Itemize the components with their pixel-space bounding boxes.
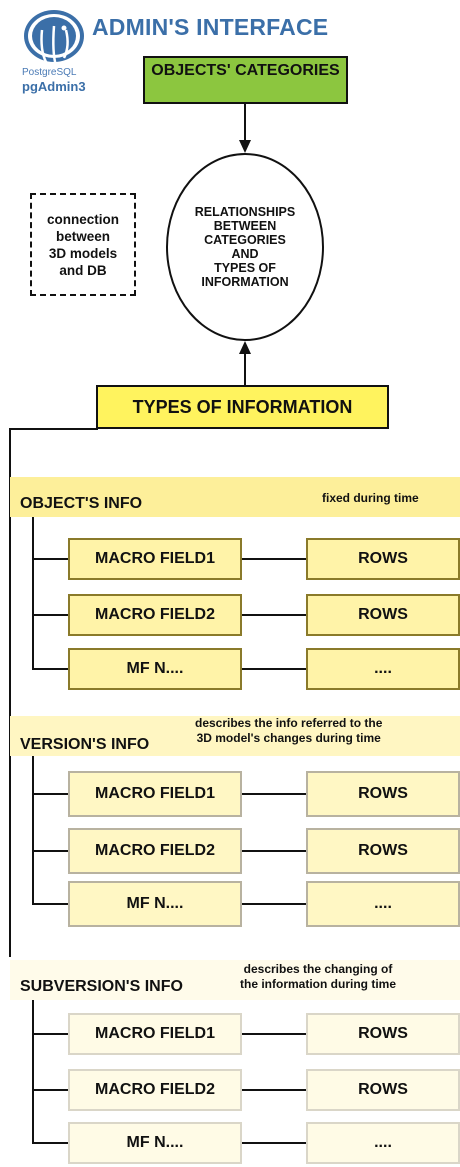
objects-info-macro-field-1: MACRO FIELD1 bbox=[68, 538, 242, 580]
versions-info-macro-field-1: MACRO FIELD1 bbox=[68, 771, 242, 817]
objects-info-rows-3: .... bbox=[306, 648, 460, 690]
objects-info-rows-2: ROWS bbox=[306, 594, 460, 636]
versions-info-branch-2 bbox=[32, 850, 68, 852]
subversions-info-branch-1 bbox=[32, 1033, 68, 1035]
pgadmin-elephant-logo bbox=[18, 8, 90, 104]
spine-top-connector bbox=[9, 428, 98, 430]
relationships-text-line-1: RELATIONSHIPS bbox=[194, 205, 296, 219]
objects-info-vertical-connector bbox=[32, 517, 34, 669]
subversions-info-field-to-rows-link-1 bbox=[242, 1033, 306, 1035]
versions-info-macro-field-2: MACRO FIELD2 bbox=[68, 828, 242, 874]
connection-note-line-1: connection bbox=[46, 211, 119, 227]
objects-categories-box: OBJECTS' CATEGORIES bbox=[143, 56, 348, 104]
subversions-info-rows-3: .... bbox=[306, 1122, 460, 1164]
objects-info-macro-field-3: MF N.... bbox=[68, 648, 242, 690]
subversions-info-branch-3 bbox=[32, 1142, 68, 1144]
connection-note-line-2: between bbox=[55, 228, 110, 244]
types-of-information-label: TYPES OF INFORMATION bbox=[132, 396, 353, 417]
objects-info-branch-2 bbox=[32, 614, 68, 616]
page-title: ADMIN'S INTERFACE bbox=[92, 14, 329, 40]
objects-info-note: fixed during time bbox=[322, 491, 419, 506]
arrow-down-head bbox=[239, 140, 251, 153]
versions-info-label: VERSION'S INFO bbox=[20, 736, 150, 753]
objects-info-field-to-rows-link-1 bbox=[242, 558, 306, 560]
connection-note-line-4: and DB bbox=[59, 262, 107, 278]
subversions-info-note-line-2: the information during time bbox=[240, 977, 396, 991]
objects-info-rows-1: ROWS bbox=[306, 538, 460, 580]
subversions-info-rows-2: ROWS bbox=[306, 1069, 460, 1111]
subversions-info-macro-field-3: MF N.... bbox=[68, 1122, 242, 1164]
logo-pgadmin-text: pgAdmin3 bbox=[22, 79, 86, 94]
objects-info-branch-1 bbox=[32, 558, 68, 560]
relationships-text-line-6: INFORMATION bbox=[201, 275, 289, 289]
arrow-up-head bbox=[239, 341, 251, 354]
versions-info-rows-1: ROWS bbox=[306, 771, 460, 817]
objects-info-band: OBJECT'S INFO fixed during time bbox=[10, 477, 460, 517]
versions-info-rows-3: .... bbox=[306, 881, 460, 927]
objects-categories-label: OBJECTS' CATEGORIES bbox=[151, 62, 340, 79]
versions-info-field-to-rows-link-3 bbox=[242, 903, 306, 905]
objects-info-field-to-rows-link-2 bbox=[242, 614, 306, 616]
connection-note-line-3: 3D models bbox=[48, 245, 118, 261]
subversions-info-label: SUBVERSION'S INFO bbox=[20, 978, 183, 995]
versions-info-vertical-connector bbox=[32, 756, 34, 904]
objects-info-label: OBJECT'S INFO bbox=[20, 495, 143, 512]
relationships-text-line-3: CATEGORIES bbox=[204, 233, 286, 247]
subversions-info-branch-2 bbox=[32, 1089, 68, 1091]
types-of-information-box: TYPES OF INFORMATION bbox=[96, 385, 389, 429]
versions-info-band: VERSION'S INFO describes the info referre… bbox=[10, 716, 460, 756]
versions-info-branch-3 bbox=[32, 903, 68, 905]
subversions-info-macro-field-1: MACRO FIELD1 bbox=[68, 1013, 242, 1055]
subversions-info-rows-1: ROWS bbox=[306, 1013, 460, 1055]
versions-info-rows-2: ROWS bbox=[306, 828, 460, 874]
top-connectors bbox=[239, 104, 251, 385]
subversions-info-vertical-connector bbox=[32, 1000, 34, 1143]
relationships-text-line-5: TYPES OF bbox=[214, 261, 276, 275]
objects-info-field-to-rows-link-3 bbox=[242, 668, 306, 670]
versions-info-branch-1 bbox=[32, 793, 68, 795]
objects-info-macro-field-2: MACRO FIELD2 bbox=[68, 594, 242, 636]
versions-info-note-line-2: 3D model's changes during time bbox=[196, 731, 381, 745]
subversions-info-macro-field-2: MACRO FIELD2 bbox=[68, 1069, 242, 1111]
relationships-text-line-4: AND bbox=[231, 247, 259, 261]
subversions-info-note-line-1: describes the changing of bbox=[243, 962, 393, 976]
versions-info-note-line-1: describes the info referred to the bbox=[195, 716, 383, 730]
versions-info-field-to-rows-link-2 bbox=[242, 850, 306, 852]
versions-info-macro-field-3: MF N.... bbox=[68, 881, 242, 927]
subversions-info-field-to-rows-link-2 bbox=[242, 1089, 306, 1091]
versions-info-field-to-rows-link-1 bbox=[242, 793, 306, 795]
relationships-text-line-2: BETWEEN bbox=[213, 219, 277, 233]
main-spine-line bbox=[9, 428, 11, 957]
subversions-info-field-to-rows-link-3 bbox=[242, 1142, 306, 1144]
objects-info-branch-3 bbox=[32, 668, 68, 670]
subversions-info-band: SUBVERSION'S INFO describes the changing … bbox=[10, 960, 460, 1000]
logo-postgresql-text: PostgreSQL bbox=[22, 67, 77, 78]
objects-info-note-line-1: fixed during time bbox=[322, 491, 419, 505]
